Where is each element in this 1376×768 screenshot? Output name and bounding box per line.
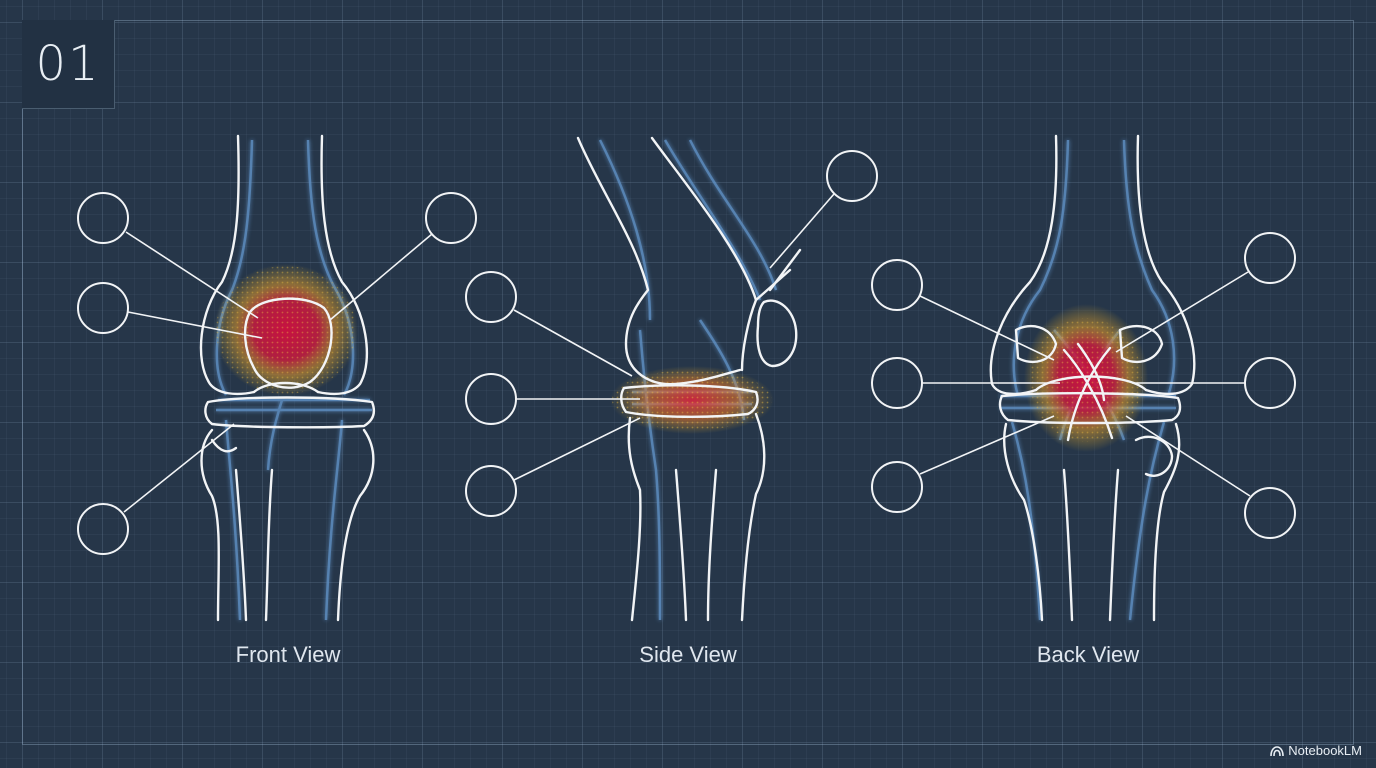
side-callout-circle[interactable] [465, 373, 517, 425]
side-view-label: Side View [639, 642, 737, 667]
back-callout-circle[interactable] [871, 259, 923, 311]
notebooklm-logo-icon [1270, 745, 1285, 756]
front-callout-circle[interactable] [425, 192, 477, 244]
watermark-text: NotebookLM [1288, 743, 1362, 758]
side-view-diagram [465, 136, 878, 622]
back-callout-circle[interactable] [871, 357, 923, 409]
back-view-label: Back View [1036, 642, 1140, 667]
back-callouts [871, 232, 1296, 539]
notebooklm-watermark: NotebookLM [1270, 743, 1362, 758]
front-callouts [77, 192, 477, 555]
front-callout-circle[interactable] [77, 282, 129, 334]
slide-number: 01 [22, 20, 115, 109]
side-callout-circle[interactable] [826, 150, 878, 202]
side-callouts [465, 150, 878, 517]
front-callout-circle[interactable] [77, 503, 129, 555]
back-callout-circle[interactable] [871, 461, 923, 513]
side-callout-circle[interactable] [465, 271, 517, 323]
front-view-diagram [77, 134, 477, 622]
back-callout-circle[interactable] [1244, 232, 1296, 284]
back-callout-circle[interactable] [1244, 357, 1296, 409]
blueprint-frame [22, 20, 1354, 745]
back-view-diagram [871, 134, 1296, 622]
front-view-label: Front View [235, 642, 341, 667]
back-callout-circle[interactable] [1244, 487, 1296, 539]
front-callout-circle[interactable] [77, 192, 129, 244]
side-callout-circle[interactable] [465, 465, 517, 517]
